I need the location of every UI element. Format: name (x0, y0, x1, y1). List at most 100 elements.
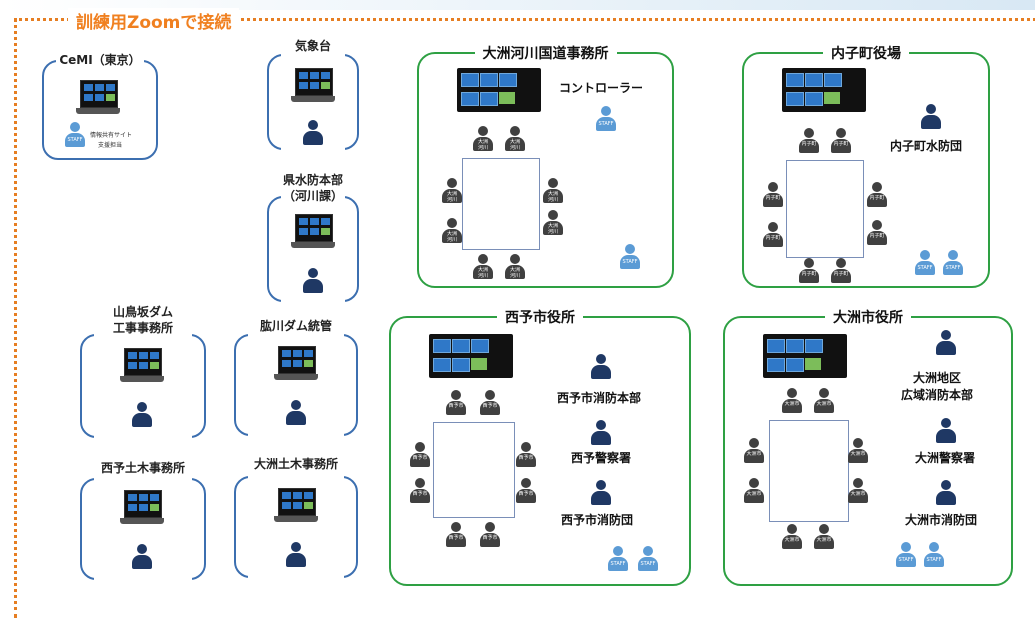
seat-person-icon: 内子町 (830, 258, 852, 284)
staff-person-icon: STAFF (595, 106, 617, 132)
room-seiyo: 西予市役所 西予市 西予市 西予市 西予市 西予市 西予市 西予市 西予市 西予… (389, 310, 691, 586)
person-icon (131, 544, 153, 570)
person-icon (131, 402, 153, 428)
seat-person-icon: 大洲 河川 (542, 178, 564, 204)
room-title: 内子町役場 (823, 46, 909, 62)
node-kishodai: 気象台 (267, 38, 359, 151)
node-label: 肱川ダム統管 (259, 319, 332, 333)
seat-label: 内子町 (765, 235, 781, 241)
seat-label: 西予市 (412, 455, 428, 461)
laptop-icon (291, 214, 335, 254)
seat-label: 大洲市 (746, 491, 762, 497)
seat-label: 大洲 河川 (446, 191, 457, 203)
seat-person-icon: 大洲市 (781, 388, 803, 414)
seat-label: 西予市 (482, 535, 498, 541)
seat-person-icon: 内子町 (762, 182, 784, 208)
zoom-monitor-icon (763, 334, 847, 378)
seat-person-icon: 西予市 (479, 522, 501, 548)
person-icon (302, 120, 324, 146)
staff-person-icon: STAFF (914, 250, 936, 276)
seat-label: 内子町 (869, 233, 885, 239)
node-bracket (80, 477, 206, 581)
seat-label: 大洲市 (816, 401, 832, 407)
seat-label: 大洲市 (850, 451, 866, 457)
person-icon (935, 480, 957, 506)
side-label: 大洲市消防団 (905, 513, 978, 527)
laptop-icon (291, 68, 335, 108)
controller-label: コントローラー (559, 81, 644, 95)
seat-person-icon: 大洲 河川 (441, 178, 463, 204)
seat-person-icon: 大洲 河川 (472, 254, 494, 280)
staff-person-icon: STAFF (637, 546, 659, 572)
top-banner (0, 0, 1035, 10)
seat-label: 大洲市 (784, 401, 800, 407)
seat-person-icon: 大洲 河川 (504, 126, 526, 152)
room-title: 大洲河川国道事務所 (474, 46, 617, 62)
seat-person-icon: 内子町 (866, 182, 888, 208)
staff-person-icon: STAFF (607, 546, 629, 572)
node-kensuibo: 県水防本部 （河川課） (267, 172, 359, 303)
staff-person-icon: STAFF (64, 122, 86, 148)
node-ozu-doboku: 大洲土木事務所 (234, 456, 358, 579)
seat-person-icon: 内子町 (798, 128, 820, 154)
laptop-icon (120, 490, 164, 530)
seat-person-icon: 西予市 (409, 442, 431, 468)
seat-label: 大洲 河川 (547, 223, 558, 235)
seat-person-icon: 大洲市 (781, 524, 803, 550)
seat-person-icon: 西予市 (445, 390, 467, 416)
person-icon (590, 420, 612, 446)
seat-label: 大洲市 (850, 491, 866, 497)
person-icon (590, 354, 612, 380)
node-yamatorizaka: 山鳥坂ダム 工事事務所 (80, 304, 206, 439)
node-saijo-doboku: 西予土木事務所 (80, 460, 206, 581)
seat-label: 西予市 (448, 535, 464, 541)
room-ozu-city: 大洲市役所 大洲市 大洲市 大洲市 大洲市 大洲市 大洲市 大洲市 大洲市 大洲… (723, 310, 1013, 586)
zoom-monitor-icon (457, 68, 541, 112)
person-icon (920, 104, 942, 130)
node-bracket (234, 475, 358, 579)
seat-label: 大洲市 (746, 451, 762, 457)
note-info-site: 情報共有サイト (90, 132, 133, 139)
laptop-icon (120, 348, 164, 388)
side-label: 大洲地区 広域消防本部 (901, 371, 974, 402)
seat-person-icon: 内子町 (762, 222, 784, 248)
seat-person-icon: 大洲 河川 (504, 254, 526, 280)
seat-label: 西予市 (448, 403, 464, 409)
node-label: 県水防本部 （河川課） (282, 173, 343, 203)
laptop-icon (274, 488, 318, 528)
seat-label: 内子町 (801, 141, 817, 147)
node-bracket (42, 59, 158, 160)
seat-label: 西予市 (518, 491, 534, 497)
meeting-table (769, 420, 849, 522)
seat-person-icon: 内子町 (830, 128, 852, 154)
node-bracket (267, 53, 359, 151)
seat-person-icon: 大洲市 (847, 478, 869, 504)
seat-person-icon: 大洲 河川 (441, 218, 463, 244)
side-label: 西予警察署 (571, 451, 632, 465)
person-icon (285, 400, 307, 426)
seat-label: 大洲 河川 (446, 231, 457, 243)
seat-label: 西予市 (482, 403, 498, 409)
seat-person-icon: 西予市 (479, 390, 501, 416)
seat-person-icon: 西予市 (409, 478, 431, 504)
side-label: 内子町水防団 (890, 139, 963, 153)
node-label: 大洲土木事務所 (253, 457, 338, 471)
seat-label: 西予市 (518, 455, 534, 461)
seat-label: 大洲 河川 (509, 139, 520, 151)
node-label: CeMI（東京） (59, 53, 141, 67)
meeting-table (462, 158, 540, 250)
node-bracket (234, 333, 358, 437)
laptop-icon (76, 80, 120, 120)
zoom-connection-frame (14, 18, 1035, 618)
room-title: 西予市役所 (497, 310, 583, 326)
node-label: 山鳥坂ダム 工事事務所 (112, 305, 173, 335)
seat-person-icon: 大洲市 (743, 478, 765, 504)
seat-person-icon: 大洲市 (743, 438, 765, 464)
person-icon (935, 330, 957, 356)
seat-person-icon: 西予市 (445, 522, 467, 548)
seat-label: 内子町 (833, 141, 849, 147)
laptop-icon (274, 346, 318, 386)
seat-label: 大洲 河川 (509, 267, 520, 279)
room-title: 大洲市役所 (825, 310, 911, 326)
seat-person-icon: 西予市 (515, 442, 537, 468)
